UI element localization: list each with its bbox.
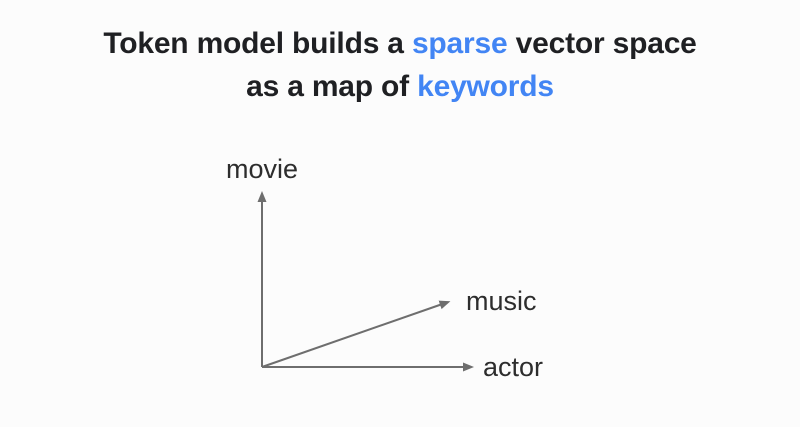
- title-text-2: vector space: [507, 27, 697, 60]
- title-text-1: Token model builds a: [103, 27, 412, 60]
- music-vector-arrow: [261, 300, 451, 368]
- title-line-1: Token model builds a sparse vector space: [0, 22, 800, 65]
- page-title: Token model builds a sparse vector space…: [0, 22, 800, 108]
- axis-label-actor: actor: [483, 352, 544, 382]
- title-line-2: as a map of keywords: [0, 65, 800, 108]
- axis-label-movie: movie: [225, 154, 299, 184]
- axis-label-music: music: [466, 286, 537, 316]
- title-highlight-keywords: keywords: [417, 70, 554, 103]
- title-highlight-sparse: sparse: [411, 27, 508, 60]
- title-text-3: as a map of: [246, 70, 418, 103]
